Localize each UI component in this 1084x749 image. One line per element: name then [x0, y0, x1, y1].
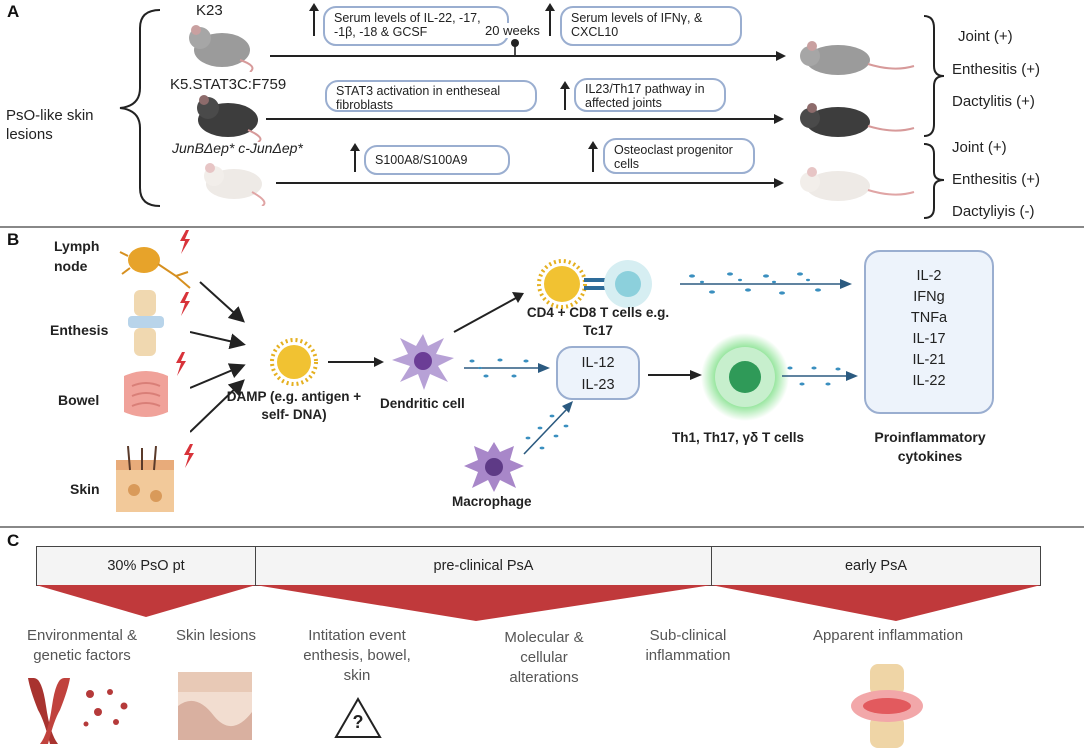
panel-c-letter: C [7, 531, 20, 550]
macrophage-secretion-arrow [523, 401, 573, 455]
mouse-k23-label: K23 [196, 2, 223, 19]
cytokines-label: Proinflammatory cytokines [874, 429, 986, 464]
enthesis-label: Enthesis [50, 322, 109, 338]
label-initiation: Intitation event enthesis, bowel, skin [303, 627, 411, 684]
tcell-secretion-arrow [680, 272, 852, 295]
cytokine-il21: IL-21 [912, 352, 946, 368]
stage-pso: 30% PsO pt [36, 546, 256, 586]
row2-arrow-line [266, 118, 776, 120]
outcome-bottom-1: Joint (+) [952, 139, 1007, 156]
row1-box-2: Serum levels of IFNγ, & CXCL10 [560, 6, 742, 46]
warning-triangle-icon [334, 697, 382, 738]
skin-layer-icon [116, 446, 174, 512]
stage-wedges [36, 585, 1041, 621]
th-secretion-arrow [782, 366, 858, 386]
tcell-label: CD4 + CD8 T cells e.g. Tc17 [526, 305, 670, 338]
lymph-node-icon [119, 247, 191, 289]
damp-particle-icon [270, 338, 318, 386]
lightning-icon-4 [184, 444, 194, 468]
divider-ab [0, 226, 1084, 228]
warning-glyph: ? [352, 712, 364, 732]
left-brace [119, 9, 161, 207]
black-mouse-outcome-icon [800, 103, 915, 137]
row1-arrow-line [270, 55, 778, 57]
skin-label: Skin [70, 481, 100, 497]
outcome-top-2: Enthesitis (+) [952, 61, 1040, 78]
white-mouse-outcome-icon [800, 167, 915, 201]
lightning-icon-2 [180, 292, 190, 316]
bowel-label: Bowel [58, 392, 100, 408]
white-mouse-icon [204, 163, 266, 206]
panel-a-letter: A [7, 2, 20, 21]
lightning-icon-3 [176, 352, 186, 376]
right-brace-bottom [923, 143, 945, 219]
label-env-genetic: Environmental & genetic factors [26, 627, 138, 664]
lymph-node-label: Lymph node [54, 238, 100, 274]
source-arrows [190, 281, 246, 433]
inflamed-joint-icon [851, 664, 923, 748]
outcome-bottom-3: Dactyliyis (-) [952, 203, 1035, 220]
bowel-icon [124, 371, 168, 417]
label-apparent: Apparent inflammation [812, 627, 964, 644]
dc-secretion-arrow [464, 358, 550, 378]
cytokine-il2: IL-2 [916, 268, 942, 284]
il12-il23-box: IL-12 IL-23 [556, 346, 640, 400]
row3-box-1: S100A8/S100A9 [364, 145, 510, 175]
row3-arrow-line [276, 182, 776, 184]
row3-arrowhead [774, 178, 784, 188]
mouse-junb-label: JunBΔep* c-JunΔep* [172, 140, 303, 156]
il23-label: IL-23 [581, 377, 615, 393]
outcome-top-3: Dactylitis (+) [952, 93, 1035, 110]
row3-up-arrow-1 [350, 143, 359, 172]
t-cell-pair-icon [537, 259, 652, 309]
row2-box-1: STAT3 activation in entheseal fibroblast… [325, 80, 537, 112]
lightning-icon-1 [180, 230, 190, 254]
il-to-th-arrow [648, 370, 702, 380]
right-brace-top [923, 15, 945, 137]
row1-arrowhead [776, 51, 786, 61]
timepoint-pin [511, 39, 519, 55]
cytokine-ifng: IFNg [913, 289, 945, 305]
cytokine-il22: IL-22 [912, 373, 946, 389]
row2-up-arrow [560, 81, 569, 110]
label-skin-lesions: Skin lesions [175, 627, 257, 644]
virus-particles-icon [83, 689, 128, 727]
row3-up-arrow-2 [588, 141, 597, 172]
panel-b-letter: B [7, 230, 20, 249]
chromosome-icon [28, 678, 70, 744]
macrophage-icon [464, 442, 524, 492]
pso-lesions-label: PsO-like skin lesions [6, 107, 94, 143]
grey-mouse-icon [189, 25, 254, 72]
damp-label: DAMP (e.g. antigen + self- DNA) [226, 389, 362, 422]
dc-to-tcell-arrow [453, 292, 524, 333]
grey-mouse-outcome-icon [800, 41, 915, 75]
outcome-bottom-2: Enthesitis (+) [952, 171, 1040, 188]
twenty-weeks-label: 20 weeks [482, 23, 543, 38]
label-molecular: Molecular & cellular alterations [504, 629, 584, 686]
divider-bc [0, 526, 1084, 528]
mouse-stat3-label: K5.STAT3C:F759 [170, 76, 287, 93]
damp-to-dc-arrow [328, 357, 384, 367]
macrophage-label: Macrophage [452, 494, 532, 509]
label-subclinical: Sub-clinical inflammation [645, 627, 731, 664]
stage-preclinical: pre-clinical PsA [255, 546, 712, 586]
knee-joint-icon [128, 290, 164, 356]
row2-arrowhead [774, 114, 784, 124]
th-cell-icon [701, 333, 789, 421]
th-cell-label: Th1, Th17, γδ T cells [672, 430, 804, 445]
dendritic-cell-icon [392, 334, 454, 390]
row1-up-arrow-1 [309, 3, 318, 36]
cytokines-box: IL-2 IFNg TNFa IL-17 IL-21 IL-22 [864, 250, 994, 414]
skin-lesion-icon [178, 672, 252, 740]
row3-box-2: Osteoclast progenitor cells [603, 138, 755, 174]
il12-label: IL-12 [581, 355, 615, 371]
black-mouse-icon [197, 95, 262, 142]
stage-early: early PsA [711, 546, 1041, 586]
dendritic-cell-label: Dendritic cell [380, 396, 465, 411]
row2-box-2: IL23/Th17 pathway in affected joints [574, 78, 726, 112]
cytokine-il17: IL-17 [912, 331, 946, 347]
cytokine-tnfa: TNFa [910, 310, 948, 326]
row1-up-arrow-2 [545, 3, 554, 36]
outcome-top-1: Joint (+) [958, 28, 1013, 45]
